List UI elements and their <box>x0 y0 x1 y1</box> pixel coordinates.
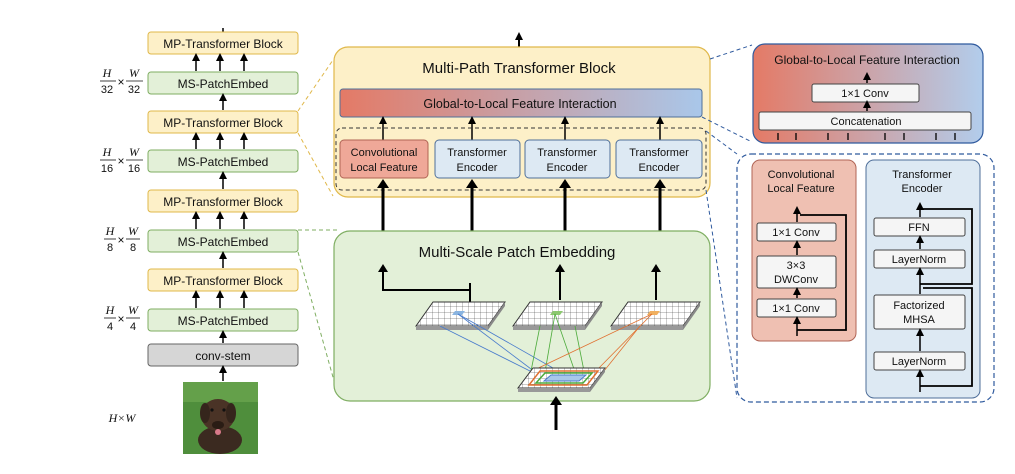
mpt-te-box-1 <box>434 139 521 179</box>
scale-1-times: × <box>117 75 124 89</box>
zoom-lines-green <box>297 229 339 396</box>
mspe-title: Multi-Scale Patch Embedding <box>419 244 616 261</box>
mp-transformer-block-1-label: MP-Transformer Block <box>163 37 284 51</box>
inter-block-arrows <box>381 186 662 232</box>
mpt-clf-line2: Local Feature <box>350 162 417 174</box>
clf-detail-title2: Local Feature <box>767 183 834 195</box>
input-size-label: H×W <box>108 411 137 425</box>
arrows-3 <box>192 132 248 149</box>
ms-patchembed-3-label: MS-PatchEmbed <box>178 235 269 249</box>
te-detail-ffn-label: FFN <box>908 222 929 234</box>
gfi-detail-input-arrows <box>777 133 956 140</box>
gfi-bar <box>339 88 703 118</box>
scale-2-den2: 16 <box>128 163 140 175</box>
mspe-arrowheads <box>378 264 661 272</box>
projection-lines <box>439 313 653 377</box>
ms-patchembed-1-label: MS-PatchEmbed <box>178 77 269 91</box>
feature-grid-2 <box>512 301 603 330</box>
te-detail-mhsa2: MHSA <box>903 314 935 326</box>
multi-path-transformer-block: Multi-Path Transformer Block Global-to-L… <box>333 32 711 198</box>
scale-1-num2: W <box>129 66 140 80</box>
mpt-title: Multi-Path Transformer Block <box>422 60 616 77</box>
te-residual-2 <box>920 287 973 387</box>
mpt-te2-line2: Encoder <box>547 162 588 174</box>
gfi-detail-conv-label: 1×1 Conv <box>841 88 889 100</box>
zoom-lines-yellow <box>297 59 334 197</box>
mpt-clf-box <box>339 139 429 179</box>
te-detail-title1: Transformer <box>892 169 952 181</box>
scale-2-den: 16 <box>101 163 113 175</box>
scale-2-times: × <box>117 154 124 168</box>
mp-transformer-block-3-label: MP-Transformer Block <box>163 195 284 209</box>
gfi-detail-panel: Global-to-Local Feature Interaction 1×1 … <box>752 43 984 144</box>
scale-label-1: H 32 × W 32 <box>100 66 143 96</box>
mpt-te3-line2: Encoder <box>639 162 680 174</box>
multi-scale-patch-embedding: Multi-Scale Patch Embedding <box>333 230 711 430</box>
scale-3-den2: 8 <box>130 242 136 254</box>
mpt-te-box-3 <box>615 139 703 179</box>
detail-dashed-frame <box>736 153 995 403</box>
scale-4-den2: 4 <box>130 321 136 333</box>
feature-grid-3 <box>610 301 701 330</box>
clf-detail-conv1-label: 1×1 Conv <box>772 227 820 239</box>
te-residual-1 <box>920 208 973 285</box>
input-dog-image <box>183 382 258 454</box>
mpt-te1-line2: Encoder <box>457 162 498 174</box>
scale-1-den2: 32 <box>128 84 140 96</box>
scale-4-num: H <box>105 303 116 317</box>
left-stack: MP-Transformer Block MS-PatchEmbed MP-Tr… <box>147 28 299 454</box>
clf-detail-title1: Convolutional <box>768 169 835 181</box>
gfi-bar-label: Global-to-Local Feature Interaction <box>423 97 616 111</box>
feature-grid-1 <box>415 301 506 330</box>
mp-transformer-block-4-label: MP-Transformer Block <box>163 274 284 288</box>
arrows-5 <box>192 211 248 229</box>
scale-4-times: × <box>117 312 124 326</box>
scale-2-num: H <box>102 145 113 159</box>
mpt-clf-line1: Convolutional <box>351 147 418 159</box>
scale-3-num: H <box>105 224 116 238</box>
arrows-7 <box>192 290 248 308</box>
scale-4-den: 4 <box>107 321 113 333</box>
mpt-te1-line1: Transformer <box>447 147 507 159</box>
mpt-te2-line1: Transformer <box>537 147 597 159</box>
gfi-detail-title: Global-to-Local Feature Interaction <box>774 53 959 67</box>
ms-patchembed-2-label: MS-PatchEmbed <box>178 155 269 169</box>
scale-4-num2: W <box>128 303 139 317</box>
base-grid <box>517 367 606 392</box>
clf-detail-panel: Convolutional Local Feature 1×1 Conv 3×3… <box>751 159 857 342</box>
mpt-te3-line1: Transformer <box>629 147 689 159</box>
scale-label-4: H 4 × W 4 <box>104 303 140 333</box>
scale-1-num: H <box>102 66 113 80</box>
scale-3-times: × <box>117 233 124 247</box>
mpt-dashed-group <box>335 127 707 191</box>
clf-detail-dw2: DWConv <box>774 274 819 286</box>
arrows-1 <box>192 53 248 71</box>
gfi-detail-concat-label: Concatenation <box>831 116 902 128</box>
te-detail-title2: Encoder <box>902 183 943 195</box>
inter-block-arrowheads <box>377 179 666 188</box>
te-detail-panel: Transformer Encoder FFN LayerNorm Factor… <box>865 159 981 399</box>
gfi-detail-concat <box>758 111 972 131</box>
scale-label-3: H 8 × W 8 <box>104 224 140 254</box>
ms-patchembed-4-label: MS-PatchEmbed <box>178 314 269 328</box>
scale-3-num2: W <box>128 224 139 238</box>
te-detail-layernorm-2-label: LayerNorm <box>892 356 946 368</box>
te-detail-mhsa1: Factorized <box>893 300 944 312</box>
zoom-lines-blue <box>701 44 753 399</box>
clf-detail-conv2-label: 1×1 Conv <box>772 303 820 315</box>
te-detail-layernorm-1-label: LayerNorm <box>892 254 946 266</box>
scale-3-den: 8 <box>107 242 113 254</box>
scale-1-den: 32 <box>101 84 113 96</box>
scale-label-2: H 16 × W 16 <box>100 145 143 175</box>
conv-stem-label: conv-stem <box>195 349 250 363</box>
scale-2-num2: W <box>129 145 140 159</box>
mpt-te-box-2 <box>524 139 611 179</box>
clf-residual <box>797 214 847 331</box>
mpt-inner-arrows <box>379 116 664 141</box>
clf-detail-dw1: 3×3 <box>787 260 806 272</box>
mp-transformer-block-2-label: MP-Transformer Block <box>163 116 284 130</box>
